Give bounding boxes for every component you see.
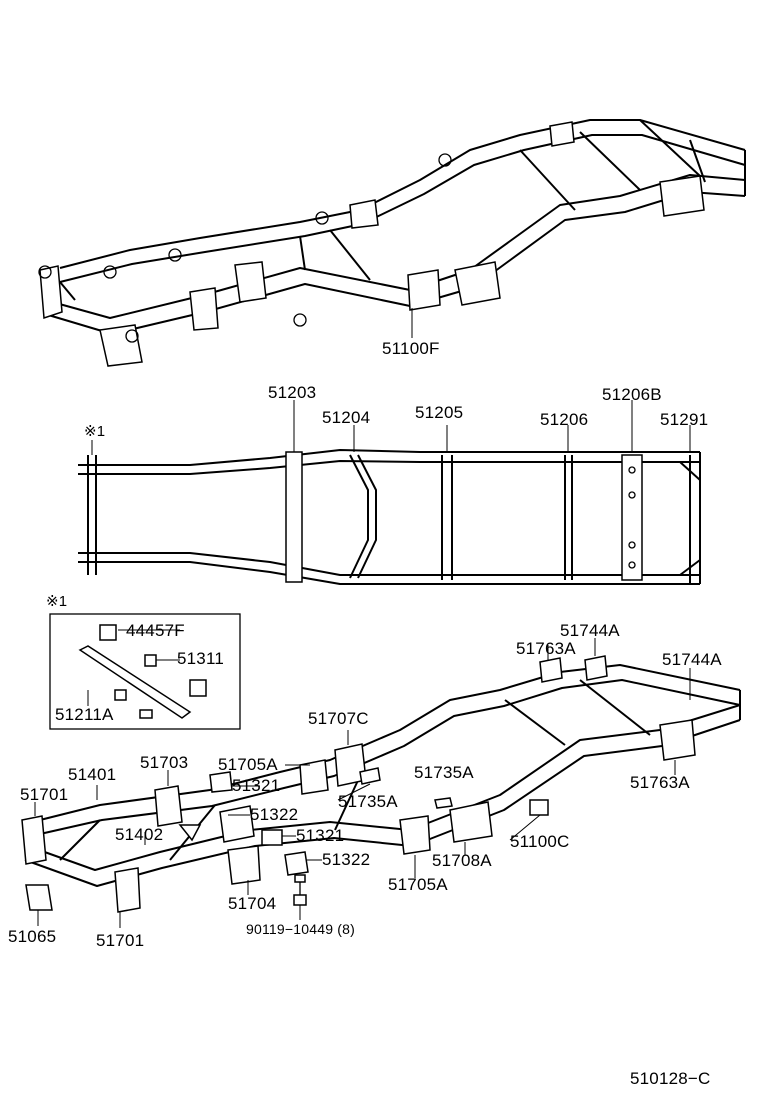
label-51100C: 51100C [510, 832, 570, 851]
label-51763A-top: 51763A [516, 639, 576, 658]
label-51707C: 51707C [308, 709, 369, 728]
label-51704: 51704 [228, 894, 277, 913]
label-51705A-top: 51705A [218, 755, 278, 774]
label-51321-mid: 51321 [296, 826, 345, 845]
label-44457F: 44457F [126, 621, 185, 640]
label-bolt: 90119−10449 (8) [246, 921, 355, 937]
label-51401: 51401 [68, 765, 117, 784]
label-51701-bottom: 51701 [96, 931, 145, 950]
label-ref-mark-box: ※1 [46, 593, 68, 610]
label-51322-top: 51322 [250, 805, 299, 824]
label-51744A-right: 51744A [662, 650, 722, 669]
label-51211A: 51211A [55, 705, 114, 724]
label-51708A: 51708A [432, 851, 492, 870]
diagram-code: 510128−C [630, 1069, 711, 1088]
frame-exploded-drawing [21, 638, 741, 928]
label-51065: 51065 [8, 927, 57, 946]
label-51705A-bottom: 51705A [388, 875, 448, 894]
label-51291: 51291 [660, 410, 709, 429]
label-51311: 51311 [177, 649, 225, 668]
label-51763A-bottom: 51763A [630, 773, 690, 792]
frame-top-view [78, 400, 701, 585]
label-51100F: 51100F [382, 339, 440, 358]
label-51701-left: 51701 [20, 785, 69, 804]
inset-box [49, 613, 241, 730]
label-51205: 51205 [415, 403, 464, 422]
label-51321-top: 51321 [232, 776, 281, 795]
frame-assembly-drawing [38, 119, 746, 367]
label-51735A-right: 51735A [414, 763, 474, 782]
label-51735A-center: 51735A [338, 792, 398, 811]
label-51703: 51703 [140, 753, 189, 772]
label-51322-bottom: 51322 [322, 850, 371, 869]
label-51206B: 51206B [602, 385, 662, 404]
label-51204: 51204 [322, 408, 371, 427]
label-51206: 51206 [540, 410, 589, 429]
label-51203: 51203 [268, 383, 317, 402]
label-51744A-left: 51744A [560, 621, 620, 640]
label-51402: 51402 [115, 825, 164, 844]
label-ref-mark-top: ※1 [84, 423, 106, 440]
